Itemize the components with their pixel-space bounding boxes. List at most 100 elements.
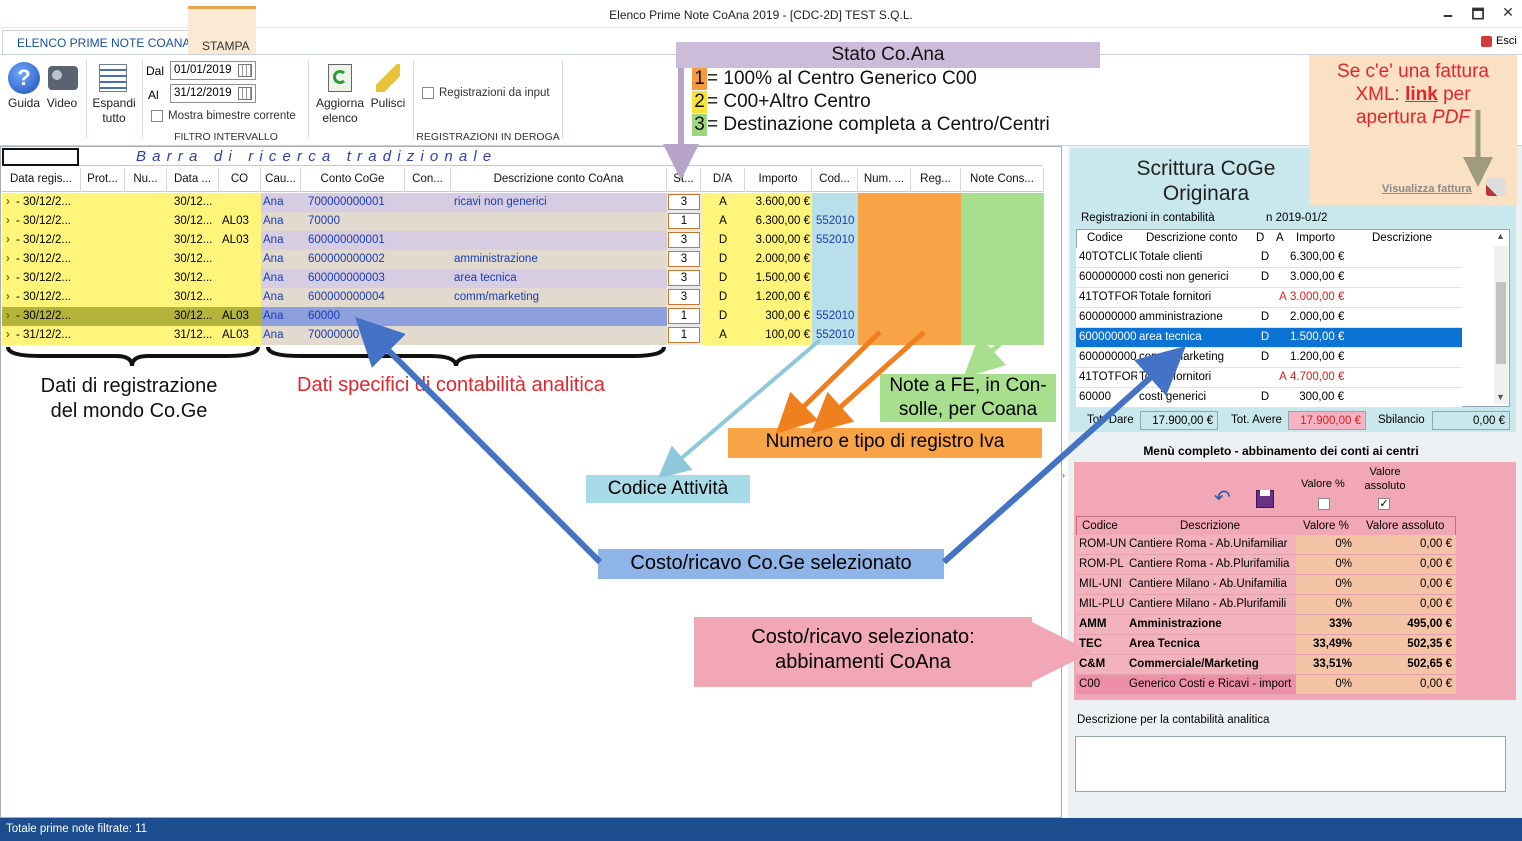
imp-cells-bg: [701, 250, 812, 269]
splitter-arrow-icon[interactable]: ›: [1062, 470, 1065, 480]
expand-row-icon[interactable]: ›: [6, 329, 10, 341]
col-header[interactable]: Conto CoGe: [301, 168, 405, 192]
expand-row-icon[interactable]: ›: [6, 234, 10, 246]
abbin-cell-bg: [1076, 535, 1126, 554]
help-icon[interactable]: ?: [8, 62, 40, 94]
row-importo: 100,00 €: [765, 329, 810, 341]
dal-date-input[interactable]: 01/01/2019: [170, 61, 256, 80]
aggiorna-label[interactable]: Aggiorna elenco: [315, 96, 365, 125]
maximize-button[interactable]: 🗖: [1471, 6, 1485, 22]
visualizza-fattura-link[interactable]: Visualizza fattura: [1382, 183, 1472, 195]
valore-ass-checkbox[interactable]: ✓: [1378, 498, 1390, 510]
desc-coana-textarea[interactable]: [1075, 736, 1506, 792]
col-header[interactable]: Cod...: [812, 168, 858, 192]
col-header[interactable]: Cau...: [261, 168, 301, 192]
al-date-input[interactable]: 31/12/2019: [170, 84, 256, 103]
col-header[interactable]: Num. ...: [858, 168, 911, 192]
coge-col-header[interactable]: Codice: [1087, 232, 1123, 244]
col-header[interactable]: Data regis...: [2, 168, 81, 192]
video-label[interactable]: Video: [46, 96, 78, 110]
expand-row-icon[interactable]: ›: [6, 272, 10, 284]
expand-row-icon[interactable]: ›: [6, 253, 10, 265]
expand-row-icon[interactable]: ›: [6, 291, 10, 303]
iva-cells-bg: [858, 326, 961, 345]
col-header[interactable]: Nu...: [125, 168, 167, 192]
desc-coana-label: Descrizione per la contabilità analitica: [1077, 714, 1270, 726]
dati-coana-annotation: Dati specifici di contabilità analitica: [297, 374, 605, 396]
col-header[interactable]: Con...: [405, 168, 451, 192]
coge-col-header[interactable]: Importo: [1296, 232, 1335, 244]
mostra-bimestre-checkbox[interactable]: [151, 110, 163, 122]
valore-pct-checkbox[interactable]: [1318, 498, 1330, 510]
minimize-button[interactable]: 🗕: [1443, 6, 1453, 22]
exit-icon: [1481, 36, 1492, 47]
expand-row-icon[interactable]: ›: [6, 215, 10, 227]
expand-row-icon[interactable]: ›: [6, 196, 10, 208]
col-header[interactable]: Prot...: [81, 168, 125, 192]
row-stato[interactable]: 1: [668, 308, 700, 324]
row-stato[interactable]: 3: [668, 289, 700, 305]
row-stato[interactable]: 3: [668, 194, 700, 210]
scroll-up-icon[interactable]: ▲: [1496, 231, 1505, 241]
col-header[interactable]: Importo: [745, 168, 812, 192]
search-input[interactable]: [2, 148, 79, 166]
row-stato[interactable]: 3: [668, 232, 700, 248]
coge-col-header[interactable]: Descrizione: [1372, 232, 1433, 244]
coge-col-header[interactable]: A: [1276, 232, 1284, 244]
calendar-icon[interactable]: [238, 64, 252, 77]
broom-icon[interactable]: [376, 64, 400, 92]
guida-label[interactable]: Guida: [7, 96, 41, 110]
calendar-icon[interactable]: [238, 87, 252, 100]
pulisci-label[interactable]: Pulisci: [370, 96, 406, 110]
row-stato[interactable]: 3: [668, 270, 700, 286]
close-button[interactable]: ✕: [1502, 4, 1514, 20]
row-stato[interactable]: 1: [668, 327, 700, 343]
coge-col-header[interactable]: Descrizione conto: [1146, 232, 1238, 244]
tab-stampa[interactable]: STAMPA: [188, 6, 256, 54]
abbin-col-header[interactable]: Descrizione: [1180, 520, 1241, 532]
expand-row-icon[interactable]: ›: [6, 310, 10, 322]
arrow-codice-attivita: [657, 338, 822, 479]
exit-button[interactable]: Esci: [1496, 35, 1517, 47]
abbin-cell-bg: [1126, 555, 1296, 574]
row-stato[interactable]: 1: [668, 213, 700, 229]
col-header[interactable]: Data ...: [167, 168, 219, 192]
undo-icon[interactable]: ↶: [1214, 487, 1231, 509]
coge-col-header[interactable]: D: [1256, 232, 1265, 244]
col-header[interactable]: Note Cons...: [961, 168, 1044, 192]
abbin-col-header[interactable]: Codice: [1082, 520, 1118, 532]
abbin-col-header[interactable]: Valore assoluto: [1366, 520, 1445, 532]
tab-elenco[interactable]: ELENCO PRIME NOTE COANA: [2, 30, 206, 54]
col-header[interactable]: Reg...: [911, 168, 961, 192]
col-header[interactable]: D/A: [701, 168, 745, 192]
coge-scroll-thumb[interactable]: [1496, 282, 1506, 364]
expand-all-icon[interactable]: [99, 64, 127, 92]
reg-input-checkbox[interactable]: [422, 87, 434, 99]
col-header[interactable]: CO: [219, 168, 261, 192]
col-header[interactable]: Descrizione conto CoAna: [451, 168, 667, 192]
scroll-down-icon[interactable]: ▼: [1496, 392, 1505, 402]
espandi-label[interactable]: Espandi tutto: [92, 96, 136, 125]
row-stato[interactable]: 3: [668, 251, 700, 267]
abbin-col-header[interactable]: Valore %: [1303, 520, 1349, 532]
